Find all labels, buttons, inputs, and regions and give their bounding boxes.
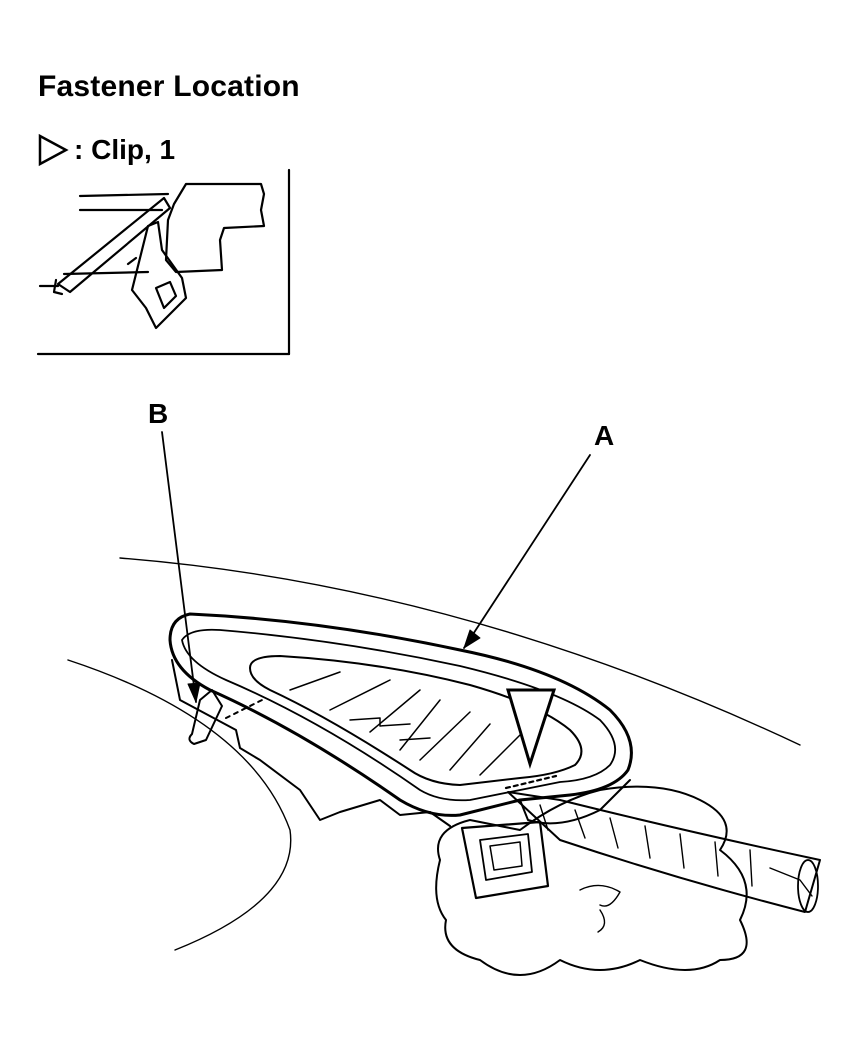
clip-detail-inset	[36, 168, 291, 356]
clip-marker-triangle-icon	[505, 688, 557, 770]
legend: : Clip, 1	[38, 132, 175, 168]
lamp-frame	[168, 612, 633, 817]
inset-clip-window	[154, 280, 178, 310]
inset-garnish-strip	[56, 196, 172, 294]
lamp-lens	[249, 655, 583, 786]
wire-harness	[507, 791, 821, 913]
clip-b	[188, 689, 223, 745]
body-panel-curve	[67, 659, 292, 951]
inset-panel	[164, 182, 266, 274]
leader-line-b	[161, 431, 197, 703]
inset-trim-line	[78, 192, 170, 198]
callout-a: A	[594, 420, 615, 451]
callout-b: B	[148, 398, 169, 429]
body-panel-line	[119, 557, 801, 746]
leader-line-a	[463, 454, 591, 649]
bulb-socket	[460, 820, 550, 900]
triangle-outline-icon	[38, 133, 69, 167]
main-illustration	[67, 431, 821, 976]
legend-label: : Clip, 1	[74, 134, 176, 165]
page-title: Fastener Location	[38, 70, 300, 103]
inset-clip	[130, 220, 188, 330]
